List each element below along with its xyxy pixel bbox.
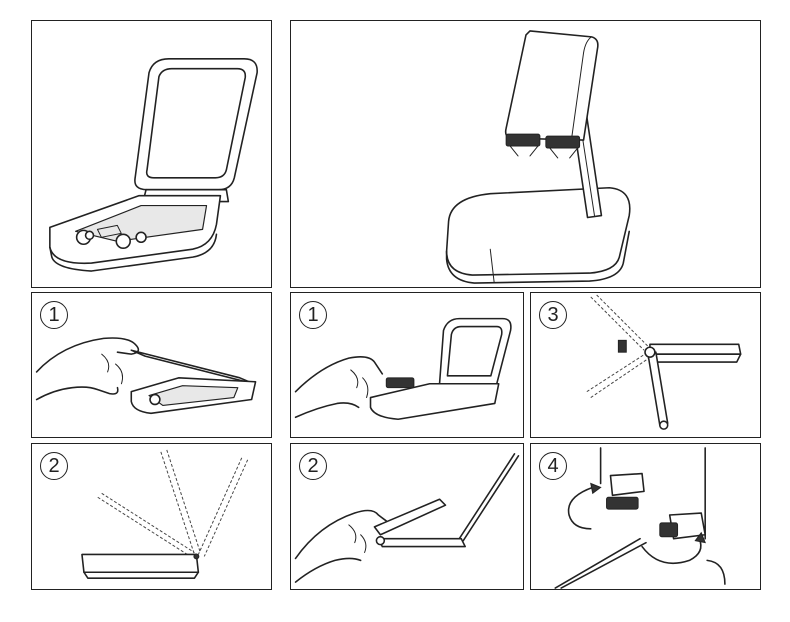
right-step-3-illustration [586, 294, 742, 430]
right-step-1-illustration [294, 317, 512, 421]
panel-folded-case [31, 20, 272, 288]
step-number-badge: 4 [539, 452, 567, 480]
panel-stand-assembled [290, 20, 761, 288]
panel-right-step-3: 3 [530, 292, 761, 438]
step-number-badge: 1 [299, 301, 327, 329]
panel-left-step-2: 2 [31, 443, 272, 590]
panel-right-step-1: 1 [290, 292, 524, 438]
panel-left-step-1: 1 [31, 292, 272, 438]
stand-assembled-illustration [445, 30, 631, 284]
step-number-badge: 2 [299, 452, 327, 480]
step-number-badge: 3 [539, 301, 567, 329]
step-number-badge: 1 [40, 301, 68, 329]
right-step-2-illustration [294, 453, 520, 583]
panel-right-step-2: 2 [290, 443, 524, 590]
panel-right-step-4: 4 [530, 443, 761, 590]
step-number-badge: 2 [40, 452, 68, 480]
right-step-4-illustration [554, 447, 726, 589]
left-step-1-illustration [35, 337, 257, 415]
folded-case-illustration [49, 58, 258, 272]
left-step-2-illustration [81, 449, 249, 579]
